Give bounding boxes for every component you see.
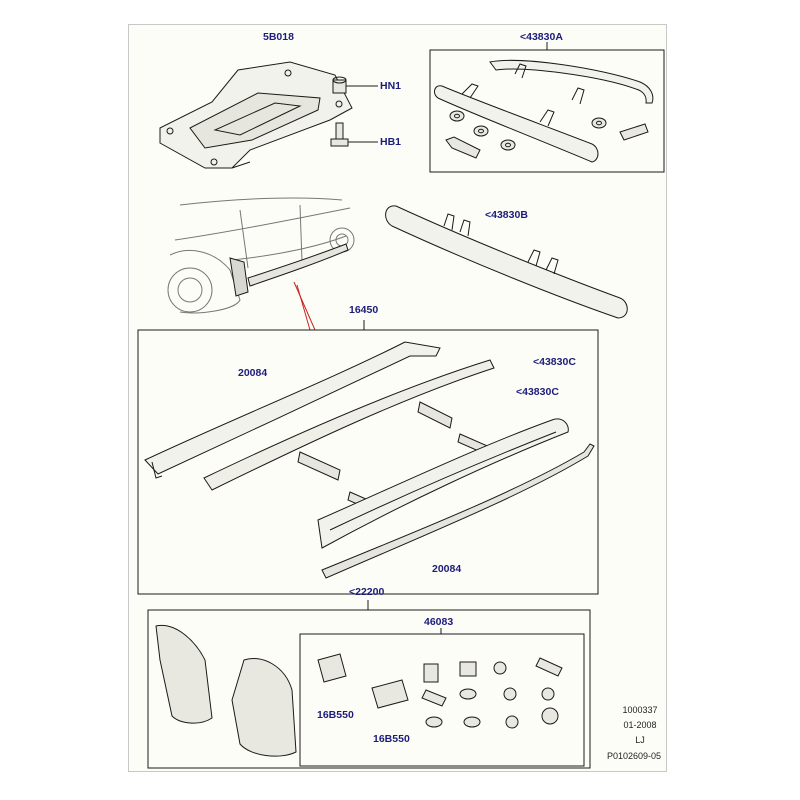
mudflap-parts bbox=[155, 624, 297, 757]
fixing-kit-parts bbox=[317, 653, 563, 729]
label-trim-upper: 20084 bbox=[238, 367, 268, 379]
label-step-c-lower: <43830C bbox=[516, 386, 559, 398]
label-fixing-kit: 46083 bbox=[424, 616, 454, 628]
label-tube-kit-b: <43830B bbox=[485, 209, 528, 221]
tube-kit-b-part bbox=[385, 205, 628, 319]
label-bolt: HB1 bbox=[380, 136, 402, 148]
label-mudflap-kit: <22200 bbox=[349, 586, 385, 598]
footer-initials: LJ bbox=[635, 735, 645, 745]
label-nut: HN1 bbox=[380, 80, 402, 92]
label-bracket-2: 16B550 bbox=[373, 733, 410, 745]
tube-kit-a-parts bbox=[434, 59, 654, 163]
footer-drawing-ref: P0102609-05 bbox=[606, 751, 662, 761]
label-side-step-assembly: 16450 bbox=[349, 304, 379, 316]
step-on-vehicle bbox=[229, 243, 349, 297]
label-skid-plate: 5B018 bbox=[263, 31, 294, 43]
callout-pointer bbox=[293, 281, 316, 331]
label-trim-lower: 20084 bbox=[432, 563, 462, 575]
footer-date: 01-2008 bbox=[623, 720, 657, 730]
skid-plate-part bbox=[159, 61, 353, 169]
bolt-part bbox=[330, 122, 378, 147]
label-step-c-upper: <43830C bbox=[533, 356, 576, 368]
label-tube-kit-a: <43830A bbox=[520, 31, 563, 43]
side-step-assembly bbox=[144, 341, 595, 579]
nut-part bbox=[332, 76, 378, 94]
footer-number: 1000337 bbox=[622, 705, 658, 715]
label-bracket-1: 16B550 bbox=[317, 709, 354, 721]
